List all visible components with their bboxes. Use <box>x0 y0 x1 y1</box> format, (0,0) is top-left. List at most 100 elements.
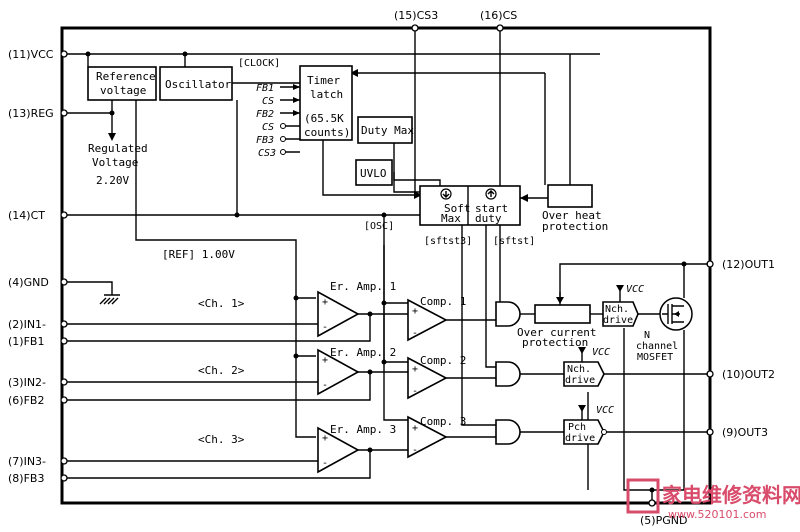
pin-fb2: (6)FB2 <box>8 394 68 407</box>
over-heat-block: Over heat protection <box>542 184 608 233</box>
eramp2-label: Er. Amp. 2 <box>330 346 396 359</box>
timer-input-cs3: CS3 <box>258 148 276 159</box>
reference-label-1: Reference <box>96 70 156 83</box>
error-amp-2: + - Er. Amp. 2 <box>317 346 396 396</box>
watermark-cn: 家电维修资料网 <box>662 483 800 507</box>
pin-out3-label: (9)OUT3 <box>722 426 768 439</box>
svg-text:-: - <box>322 322 328 333</box>
pin-reg-label: (13)REG <box>8 107 54 120</box>
pin-vcc: (11)VCC <box>8 48 68 61</box>
and-gate-1 <box>495 301 521 327</box>
pin-fb3: (8)FB3 <box>8 472 68 485</box>
eramp1-label: Er. Amp. 1 <box>330 280 396 293</box>
clock-label: [CLOCK] <box>238 58 280 69</box>
timer-label-4: counts) <box>304 126 350 139</box>
svg-text:-: - <box>412 386 418 397</box>
overcurrent-label-2: protection <box>522 336 588 349</box>
ch2-label: <Ch. 2> <box>198 364 245 377</box>
uvlo-label: UVLO <box>360 167 387 180</box>
comparator-3: + - Comp. 3 <box>407 415 466 459</box>
pin-fb1: (1)FB1 <box>8 335 68 348</box>
sftst-label: [sftst] <box>493 236 535 247</box>
overcurrent-label-1: Over current <box>517 326 596 339</box>
duty-max-block: Duty Max <box>357 116 414 144</box>
overheat-label-2: protection <box>542 220 608 233</box>
svg-text:-: - <box>412 445 418 456</box>
comp1-label: Comp. 1 <box>420 295 466 308</box>
timer-label-1: Timer <box>307 74 340 87</box>
svg-text:+: + <box>322 297 328 308</box>
reference-voltage-block: Reference voltage <box>87 66 157 101</box>
pin-in1-label: (2)IN1- <box>8 318 46 331</box>
over-current-block: Over current protection <box>517 292 596 349</box>
eramp3-label: Er. Amp. 3 <box>330 423 396 436</box>
start-label-2: duty <box>475 212 502 225</box>
timer-input-fb3: FB3 <box>256 135 274 146</box>
pin-ct: (14)CT <box>8 209 68 222</box>
timer-inputs: FB1 CS FB2 CS FB3 CS3 <box>256 83 300 159</box>
and-gate-3 <box>495 419 521 445</box>
svg-text:-: - <box>322 380 328 391</box>
pin-out1-label: (12)OUT1 <box>722 258 775 271</box>
regulated-label-1: Regulated <box>88 142 148 155</box>
wires <box>67 31 708 500</box>
pch-drive: Pch drive VCC <box>563 405 614 445</box>
junction-dots <box>85 51 687 493</box>
comp3-label: Comp. 3 <box>420 415 466 428</box>
timer-latch-block: Timer latch (65.5K counts) <box>299 65 353 141</box>
comparator-1: + - Comp. 1 <box>407 295 466 342</box>
mosfet-label-2: channel <box>636 341 678 352</box>
svg-text:VCC: VCC <box>596 405 614 416</box>
ch3-label: <Ch. 3> <box>198 433 245 446</box>
pin-gnd-label: (4)GND <box>8 276 49 289</box>
pin-vcc-label: (11)VCC <box>8 48 54 61</box>
pch-label-2: drive <box>565 433 595 444</box>
error-amp-1: + - Er. Amp. 1 <box>317 280 396 338</box>
pin-out2: (10)OUT2 <box>706 368 775 381</box>
nch-drive-1: Nch. drive VCC <box>602 284 644 327</box>
overheat-label-1: Over heat <box>542 209 602 222</box>
pin-in3-label: (7)IN3- <box>8 455 46 468</box>
svg-text:-: - <box>322 458 328 469</box>
reference-label-2: voltage <box>100 84 146 97</box>
svg-text:+: + <box>412 364 418 375</box>
svg-text:+: + <box>412 423 418 434</box>
watermark: 家电维修资料网 www.520101.com <box>626 478 800 521</box>
pin-out1: (12)OUT1 <box>706 258 775 271</box>
oscillator-label: Oscillator <box>165 78 232 91</box>
pin-in2-label: (3)IN2- <box>8 376 46 389</box>
pin-pgnd-label: (5)PGND <box>640 514 687 527</box>
osc-label: [OSC] <box>364 221 394 232</box>
oscillator-block: Oscillator <box>159 66 233 101</box>
uvlo-block: UVLO <box>355 159 393 186</box>
timer-input-cs-2: CS <box>262 122 274 133</box>
regulated-label-2: Voltage <box>92 156 138 169</box>
ch1-label: <Ch. 1> <box>198 297 245 310</box>
pin-fb1-label: (1)FB1 <box>8 335 44 348</box>
soft-label-2: Max <box>441 212 461 225</box>
pin-out3: (9)OUT3 <box>706 426 768 439</box>
pin-ct-label: (14)CT <box>8 209 45 222</box>
svg-text:+: + <box>322 433 328 444</box>
pin-cs-label: (16)CS <box>480 9 517 22</box>
mosfet-label-1: N <box>644 330 650 341</box>
nch1-label-1: Nch. <box>605 304 629 315</box>
pin-fb3-label: (8)FB3 <box>8 472 44 485</box>
svg-text:VCC: VCC <box>626 284 644 295</box>
timer-label-3: (65.5K <box>304 112 344 125</box>
nch2-label-2: drive <box>565 375 595 386</box>
nch2-label-1: Nch. <box>567 364 591 375</box>
pin-reg: (13)REG <box>8 107 68 120</box>
comp2-label: Comp. 2 <box>420 354 466 367</box>
pin-in2: (3)IN2- <box>8 376 68 389</box>
timer-label-2: latch <box>310 88 343 101</box>
timer-input-cs: CS <box>262 96 274 107</box>
start-label-1: start <box>475 202 508 215</box>
svg-text:+: + <box>412 306 418 317</box>
pin-gnd: (4)GND <box>8 276 68 289</box>
error-amp-3: + - Er. Amp. 3 <box>317 423 396 474</box>
and-gate-2 <box>495 361 521 387</box>
duty-max-label: Duty Max <box>361 124 414 137</box>
comparator-2: + - Comp. 2 <box>407 354 466 400</box>
